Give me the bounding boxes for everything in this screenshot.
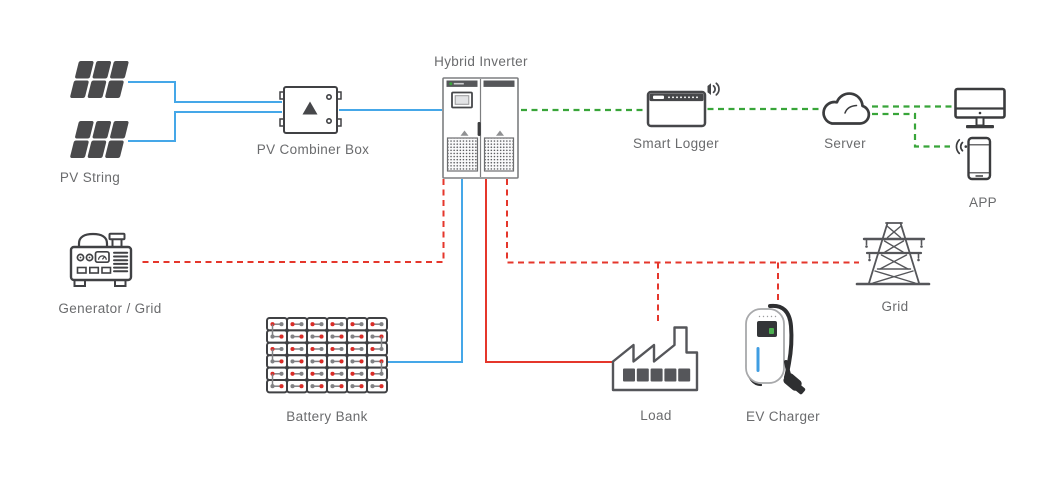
line-battery-to-inverter [388,179,463,363]
generator-icon [69,232,133,287]
comm-lines [521,105,952,148]
pv-combiner-box-icon [279,86,342,134]
smart-logger-icon [646,82,720,128]
wifi-icon [707,82,720,96]
grid-tower-icon [855,222,931,286]
label-app: APP [968,195,998,210]
line-server-to-app [872,112,950,148]
label-smart-logger: Smart Logger [633,136,719,151]
monitor-icon [954,87,1006,129]
pv-string-icon [70,61,129,158]
pv-dc-lines [128,81,463,363]
ac-power-lines [139,179,859,363]
label-grid: Grid [881,299,909,314]
line-inverter-to-grid [506,179,859,264]
line-inverter-to-load [485,179,612,363]
ev-charger-icon [745,303,806,395]
label-generator-grid: Generator / Grid [58,301,162,316]
label-battery-bank: Battery Bank [286,409,368,424]
line-pv2-to-combiner [128,111,282,142]
battery-bank-icon [266,317,388,394]
label-load: Load [640,408,672,423]
label-ev-charger: EV Charger [745,409,821,424]
label-server: Server [824,136,866,151]
server-cloud-icon [822,92,871,125]
line-inverter-to-generator [139,179,445,263]
hybrid-inverter-icon [442,77,519,179]
phone-icon [955,136,992,181]
label-pv-combiner-box: PV Combiner Box [256,142,370,157]
signal-waves-icon [955,138,968,155]
label-hybrid-inverter: Hybrid Inverter [434,54,528,69]
label-pv-string: PV String [59,170,121,185]
line-pv1-to-combiner [128,81,282,103]
load-factory-icon [611,326,699,392]
